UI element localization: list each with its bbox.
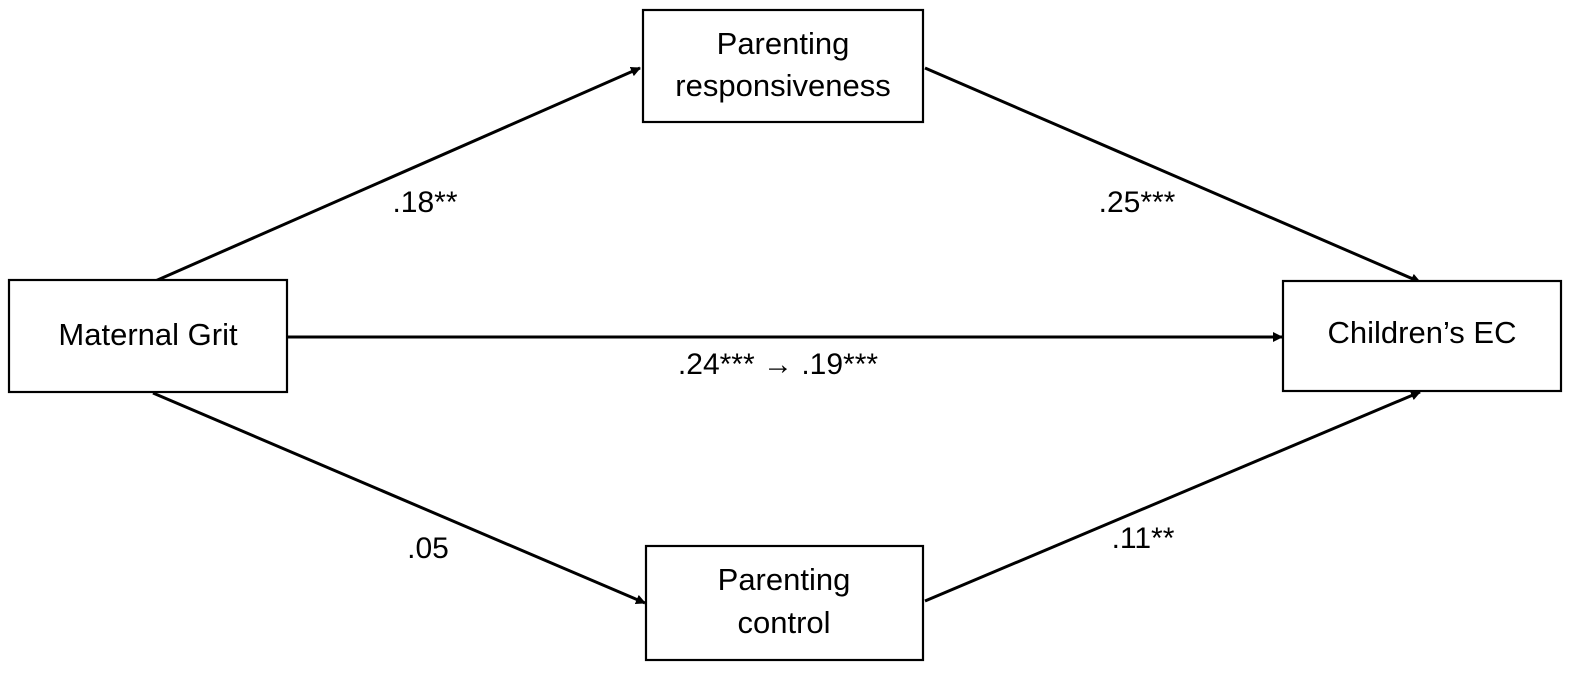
edge-grit-to-control	[152, 391, 646, 605]
node-parenting-control: Parenting control	[644, 544, 925, 662]
edge-labels: .18** .25*** .24*** → .19*** .05 .11**	[392, 186, 1175, 565]
edge-label-responsiveness-to-ec: .25***	[1099, 186, 1176, 219]
node-label: Maternal Grit	[58, 317, 238, 352]
node-childrens-ec: Children’s EC	[1281, 279, 1563, 393]
edge-responsiveness-to-ec	[924, 66, 1421, 284]
edge-label-grit-to-responsiveness: .18**	[392, 186, 457, 219]
edge-grit-to-responsiveness	[152, 66, 641, 284]
edge-control-to-ec	[924, 390, 1421, 603]
edge-label-grit-to-ec: .24*** → .19***	[678, 348, 878, 381]
node-box	[7, 278, 289, 394]
node-parenting-responsiveness: Parenting responsiveness	[641, 8, 925, 124]
node-box	[641, 8, 925, 124]
node-box	[1281, 279, 1563, 393]
node-maternal-grit: Maternal Grit	[7, 278, 289, 394]
node-label: control	[737, 605, 830, 640]
node-label: Parenting	[718, 562, 851, 597]
edge-label-grit-to-control: .05	[407, 532, 449, 565]
node-label: responsiveness	[675, 68, 890, 103]
node-box	[644, 544, 925, 662]
node-label: Parenting	[717, 26, 850, 61]
edge-label-control-to-ec: .11**	[1112, 522, 1175, 555]
edges	[152, 66, 1421, 605]
node-label: Children’s EC	[1328, 315, 1517, 350]
